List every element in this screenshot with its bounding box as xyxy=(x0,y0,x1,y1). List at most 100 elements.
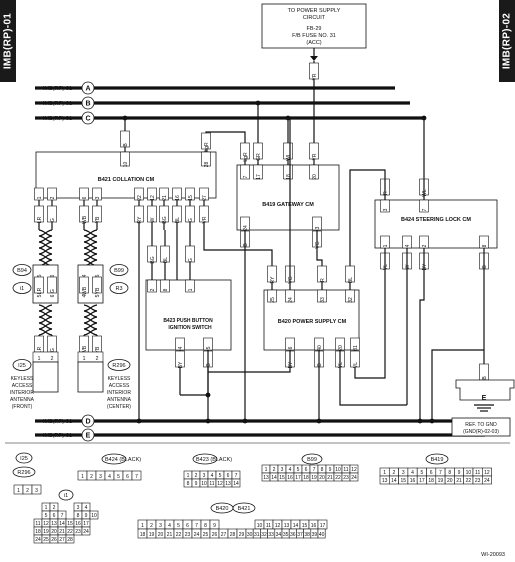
front-inline-wire-color: G xyxy=(50,289,56,293)
gateway-bottom-pin-number: 3 xyxy=(315,226,321,229)
ps-top-wire-color: VG xyxy=(288,276,294,283)
view-b99-pin: 24 xyxy=(351,475,357,481)
view-b99-pin: 7 xyxy=(313,467,316,473)
view-b99-pin: 12 xyxy=(351,467,357,473)
front-inline-pin: 5 xyxy=(37,274,43,277)
view-b419-pin: 7 xyxy=(439,470,442,476)
front-inline-pin: 5 xyxy=(37,294,43,297)
view-i1-pin: 24 xyxy=(83,529,89,535)
ps-bottom-wire-color: B xyxy=(317,363,323,367)
connector-tag-outline xyxy=(192,453,218,465)
collation-bottom-pin-number: 15 xyxy=(188,195,194,201)
ps-bottom-wire-tag xyxy=(350,350,360,368)
gateway-top-pin xyxy=(240,164,250,180)
view-i25-pin: 2 xyxy=(26,488,29,494)
view-b99-pin: 13 xyxy=(263,475,269,481)
view-b99-pin: 18 xyxy=(303,475,309,481)
view-b423-pin: 2 xyxy=(195,473,198,479)
front-inline-wire-tag xyxy=(34,276,44,294)
center-inline-wire-tag xyxy=(92,276,102,294)
view-b99-pin: 14 xyxy=(271,475,277,481)
twisted-pair xyxy=(83,316,98,324)
view-b419-pin: 12 xyxy=(484,470,490,476)
view-i1-title: i1 xyxy=(64,493,68,499)
view-b424-pin: 7 xyxy=(135,474,138,480)
view-b99-pin: 6 xyxy=(305,467,308,473)
collation-top-wire-tag xyxy=(120,130,130,148)
splice-dot xyxy=(417,418,423,424)
twisted-pair xyxy=(38,310,53,318)
collation-bottom-pin-number: 1 xyxy=(37,196,43,199)
view-b419-title: B419 xyxy=(431,457,444,463)
steering-top-pin-number: 7 xyxy=(422,208,428,211)
splice-dot xyxy=(316,418,322,424)
center-inline-pin: 5 xyxy=(95,294,101,297)
view-b99-pin: 8 xyxy=(321,467,324,473)
view-i1-pin: 18 xyxy=(35,529,41,535)
view-b419-pin: 13 xyxy=(382,478,388,484)
pb-top-wire-tag xyxy=(147,245,157,263)
view-b421-cell xyxy=(317,528,326,539)
view-b419-pin: 23 xyxy=(475,478,481,484)
view-b424-pin: 1 xyxy=(81,474,84,480)
view-b424-pin: 6 xyxy=(126,474,129,480)
antenna-front-caption: (FRONT) xyxy=(12,404,33,410)
center-inline-pin: 4 xyxy=(82,294,88,297)
view-b419-cell xyxy=(481,475,492,485)
view-b424-pin: 5 xyxy=(117,474,120,480)
view-b420-pin: 5 xyxy=(177,523,180,529)
gateway-bottom-pin-number: 24 xyxy=(243,225,249,231)
view-b421-pin: 38 xyxy=(304,532,310,538)
view-b421-pin: 15 xyxy=(302,523,308,529)
connector-tag-outline xyxy=(12,359,32,371)
twisted-pair xyxy=(83,247,98,255)
twisted-pair xyxy=(38,328,53,336)
view-b99-pin: 17 xyxy=(295,475,301,481)
twisted-pair xyxy=(38,253,53,261)
view-b99-pin: 23 xyxy=(343,475,349,481)
view-b420-pin: 23 xyxy=(185,532,191,538)
bus-letter: B xyxy=(85,101,90,108)
connector-tag-outline xyxy=(12,282,32,294)
connector-tag-outline xyxy=(109,282,129,294)
collation-bottom-pin-number: 12 xyxy=(150,195,156,201)
gw-bottom-wire-color: VG xyxy=(315,241,321,248)
fuse-label: FB-29 xyxy=(307,26,322,32)
view-b421-pin: 33 xyxy=(268,532,274,538)
collation-top-wire-tag xyxy=(201,132,211,150)
ps-top-wire-tag xyxy=(345,265,355,283)
view-i1-pin: 7 xyxy=(61,513,64,519)
view-b423-pin: 12 xyxy=(217,481,223,487)
ps-top-wire-color: BL xyxy=(348,277,354,283)
pb-top-wire-color: BL xyxy=(163,257,169,263)
ground-ref-label: (GND(R)-02-03) xyxy=(463,429,499,435)
gw-top-wire-tag xyxy=(309,142,319,160)
connector-tag-outline xyxy=(12,466,36,478)
gateway-top-pin xyxy=(309,164,319,180)
gw-top-wire-tag xyxy=(253,142,263,160)
twisted-pair xyxy=(38,229,53,237)
inline-conn-b99: B99 xyxy=(114,268,124,274)
view-b419-pin: 14 xyxy=(391,478,397,484)
view-b424-title: B424 (BLACK) xyxy=(105,457,141,463)
view-b420-pin: 7 xyxy=(195,523,198,529)
center-inline-pin: 5 xyxy=(95,274,101,277)
twisted-pair xyxy=(83,241,98,249)
splice-dot xyxy=(136,418,142,424)
front-inline-pin: 6 xyxy=(50,274,56,277)
power-supply-top-pin-number: 32 xyxy=(348,297,354,303)
view-b420-pin: 1 xyxy=(141,523,144,529)
collation-bottom-wire-color: G xyxy=(50,218,56,222)
st-bottom-wire-color: B xyxy=(482,265,488,269)
pushbutton-top-pin-number: 1 xyxy=(188,288,194,291)
view-b423-pin: 9 xyxy=(195,481,198,487)
connector-tag-outline xyxy=(425,453,449,465)
steering-bottom-pin-number: 4 xyxy=(405,244,411,247)
view-b99-pin: 3 xyxy=(281,467,284,473)
collation-bottom-wire-color: VR xyxy=(202,216,208,223)
view-i1-pin: 28 xyxy=(67,537,73,543)
twisted-pair xyxy=(83,253,98,261)
view-b420-title: B420 xyxy=(216,506,229,512)
splice-dot xyxy=(122,115,128,121)
view-b419-pin: 22 xyxy=(466,478,472,484)
